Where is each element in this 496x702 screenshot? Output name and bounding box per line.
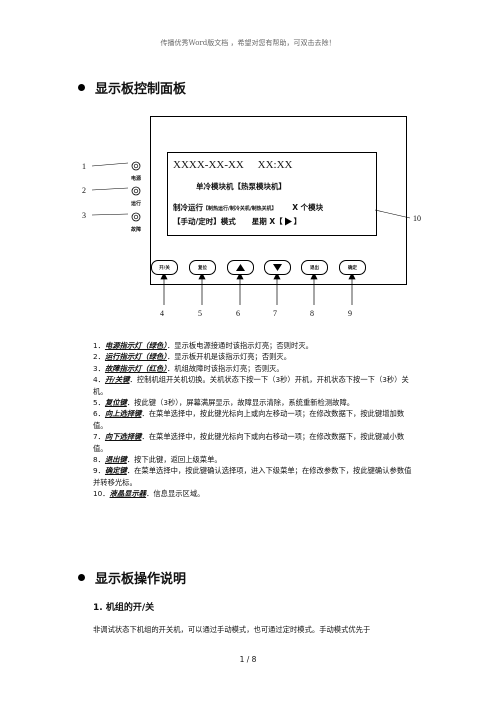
control-panel bbox=[150, 116, 407, 285]
list-item: 10．液晶显示器．信息显示区域。 bbox=[93, 489, 205, 499]
callout-7: 7 bbox=[273, 309, 277, 318]
subsection-title: 1. 机组的开/关 bbox=[93, 603, 155, 613]
list-item: 2．运行指示灯（绿色）．显示板开机是该指示灯亮；否则灭。 bbox=[93, 352, 292, 362]
list-item: 1．电源指示灯（绿色）．显示板电源接通时该指示灯亮；否则时灭。 bbox=[93, 341, 313, 350]
page-number: 1 / 8 bbox=[239, 655, 257, 664]
screen-run-status: 制冷运行【制热运行/制冷关机/制热关机】 X 个模块 bbox=[173, 195, 323, 214]
down-arrow-icon bbox=[273, 264, 282, 271]
down-button[interactable] bbox=[264, 260, 291, 275]
screen-mode: 【手动/定时】模式 bbox=[173, 217, 236, 226]
screen-datetime: XXXX-XX-XX XX:XX bbox=[173, 159, 293, 171]
fault-led: 故障 bbox=[131, 207, 141, 233]
callout-5: 5 bbox=[198, 309, 202, 318]
panel-description-list: 1．电源指示灯（绿色）．显示板电源接通时该指示灯亮；否则时灭。 2．运行指示灯（… bbox=[93, 340, 413, 500]
callout-10: 10 bbox=[413, 214, 421, 223]
power-toggle-button[interactable]: 开/关 bbox=[151, 260, 178, 275]
list-item: 4．开/关键．控制机组开关机切换。关机状态下按一下（3秒）开机，开机状态下按一下… bbox=[93, 375, 409, 396]
callout-8: 8 bbox=[310, 309, 314, 318]
screen-run-options: 【制热运行/制冷关机/制热关机】 bbox=[203, 206, 277, 212]
led-icon bbox=[131, 161, 141, 171]
power-led: 电源 bbox=[131, 156, 141, 182]
bullet-icon bbox=[78, 84, 85, 91]
list-item: 7．向下选择键．在菜单选择中，按此键光标向下或向右移动一项；在修改数据下，按此键… bbox=[93, 432, 405, 453]
play-icon bbox=[284, 217, 292, 226]
bullet-icon bbox=[78, 574, 85, 581]
power-led-label: 电源 bbox=[131, 176, 142, 182]
led-icon bbox=[131, 186, 141, 196]
screen-mode-line: 【手动/定时】模式 星期 X【 】 bbox=[173, 216, 301, 227]
screen-module-count: X 个模块 bbox=[292, 203, 324, 212]
callout-2: 2 bbox=[82, 186, 86, 195]
list-item: 6．向上选择键．在菜单选择中，按此键光标向上或向左移动一项；在修改数据下，按此键… bbox=[93, 409, 405, 430]
header-note: 传播优秀Word版文档 ，希望对您有帮助，可双击去除！ bbox=[160, 39, 336, 47]
exit-button[interactable]: 退出 bbox=[301, 260, 328, 275]
list-item: 3．故障指示灯（红色）．机组故障时该指示灯亮；否则灭。 bbox=[93, 363, 284, 373]
callout-1: 1 bbox=[82, 162, 86, 171]
screen-weekday-close: 】 bbox=[293, 217, 302, 226]
reset-button[interactable]: 复位 bbox=[189, 260, 216, 275]
fault-led-label: 故障 bbox=[131, 227, 142, 233]
section-title-text: 显示板控制面板 bbox=[95, 82, 187, 97]
screen-run-mode: 制冷运行 bbox=[173, 203, 203, 212]
list-item: 9．确定键．在菜单选择中，按此键确认选择项，进入下级菜单；在修改参数下，按此键确… bbox=[93, 466, 412, 487]
section-title-panel: 显示板控制面板 bbox=[78, 78, 186, 97]
callout-3: 3 bbox=[82, 211, 86, 220]
up-arrow-icon bbox=[236, 264, 245, 271]
list-item: 5．复位键．按此键（3秒），屏幕满屏显示，故障显示清除，系统重新检测故障。 bbox=[93, 398, 355, 408]
callout-4: 4 bbox=[160, 309, 164, 318]
section-title-operation: 显示板操作说明 bbox=[78, 568, 186, 587]
up-button[interactable] bbox=[227, 260, 254, 275]
screen-weekday: 星期 X【 bbox=[251, 217, 283, 226]
section-title-text: 显示板操作说明 bbox=[95, 572, 187, 587]
callout-9: 9 bbox=[348, 309, 352, 318]
led-icon bbox=[131, 212, 141, 222]
run-led: 运行 bbox=[131, 181, 141, 207]
screen-unit-type: 单冷模块机【热泵模块机】 bbox=[196, 182, 286, 191]
run-led-label: 运行 bbox=[131, 201, 142, 207]
list-item: 8．退出键．按下此键，返回上级菜单。 bbox=[93, 455, 222, 465]
paragraph: 非调试状态下机组的开关机，可以通过手动模式，也可通过定时模式。手动模式优先于 bbox=[93, 625, 371, 634]
confirm-button[interactable]: 确定 bbox=[339, 260, 366, 275]
lcd-screen: XXXX-XX-XX XX:XX 单冷模块机【热泵模块机】 制冷运行【制热运行/… bbox=[167, 152, 377, 236]
callout-6: 6 bbox=[236, 309, 240, 318]
